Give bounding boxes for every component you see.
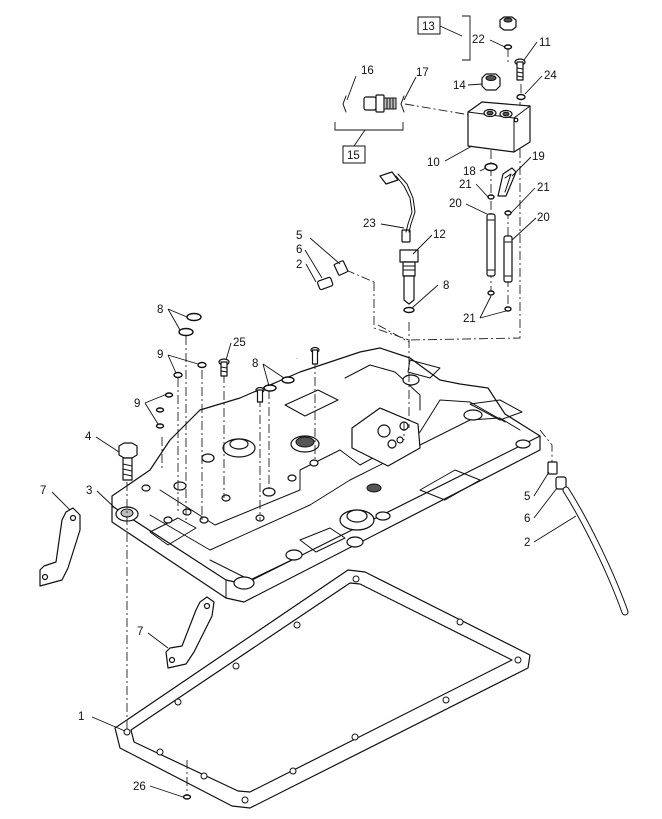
label-13: 13 [422,21,435,33]
bolt-11 [514,58,526,81]
label-6-lower: 6 [524,513,530,525]
label-11: 11 [539,37,551,49]
label-2-upper: 2 [296,259,302,271]
harness-23 [379,171,416,233]
label-5-upper: 5 [296,230,302,242]
label-9-lower: 9 [134,398,140,410]
plug-22 [499,16,517,31]
valve-block [467,101,531,153]
bolt-25 [218,358,230,377]
label-7-center: 7 [137,626,143,638]
label-20-left: 20 [449,198,462,210]
label-9-upper: 9 [157,349,163,361]
label-24: 24 [544,70,557,82]
label-14: 14 [453,80,466,92]
o-rings [155,44,526,800]
label-8-mid: 8 [252,358,258,370]
label-6-upper: 6 [296,244,302,256]
tube-20-right [503,235,513,283]
hose-upper [294,260,349,359]
screw-left [255,386,265,403]
label-3: 3 [86,485,92,497]
bracket-left [39,507,81,587]
label-8-right: 8 [443,280,449,292]
valve-body-plate [111,347,541,603]
label-18: 18 [463,166,476,178]
label-10: 10 [427,157,440,169]
alignment-lines [126,48,553,795]
seal-19 [497,167,517,197]
leader-lines [51,39,577,798]
label-21-c: 21 [463,313,476,325]
part-labels: 1 2 2 3 4 5 5 6 6 7 7 8 8 8 9 9 10 11 12… [40,21,557,793]
bolt-4 [118,442,138,481]
bracket-center [165,596,215,669]
label-19: 19 [532,151,545,163]
label-22: 22 [472,34,485,46]
screw-right [310,346,320,365]
label-4: 4 [85,431,92,443]
fitting-15 [342,94,405,113]
gasket [114,569,531,809]
label-16: 16 [361,65,374,77]
label-21-b: 21 [537,182,550,194]
label-5-lower: 5 [524,491,530,503]
label-23: 23 [363,218,376,230]
label-26: 26 [133,781,146,793]
plug-14 [481,73,501,91]
label-2-lower: 2 [524,537,530,549]
label-21-a: 21 [459,179,472,191]
label-20-right: 20 [537,212,550,224]
label-1: 1 [78,711,84,723]
hose-lower [547,461,629,616]
label-15: 15 [347,150,360,162]
label-25: 25 [233,337,246,349]
tube-20-left [486,213,496,277]
label-box-13 [417,16,441,35]
label-8-top: 8 [157,304,163,316]
label-7-left: 7 [40,485,46,497]
label-17: 17 [416,67,429,79]
sensor-12 [399,229,419,305]
label-12: 12 [433,229,446,241]
